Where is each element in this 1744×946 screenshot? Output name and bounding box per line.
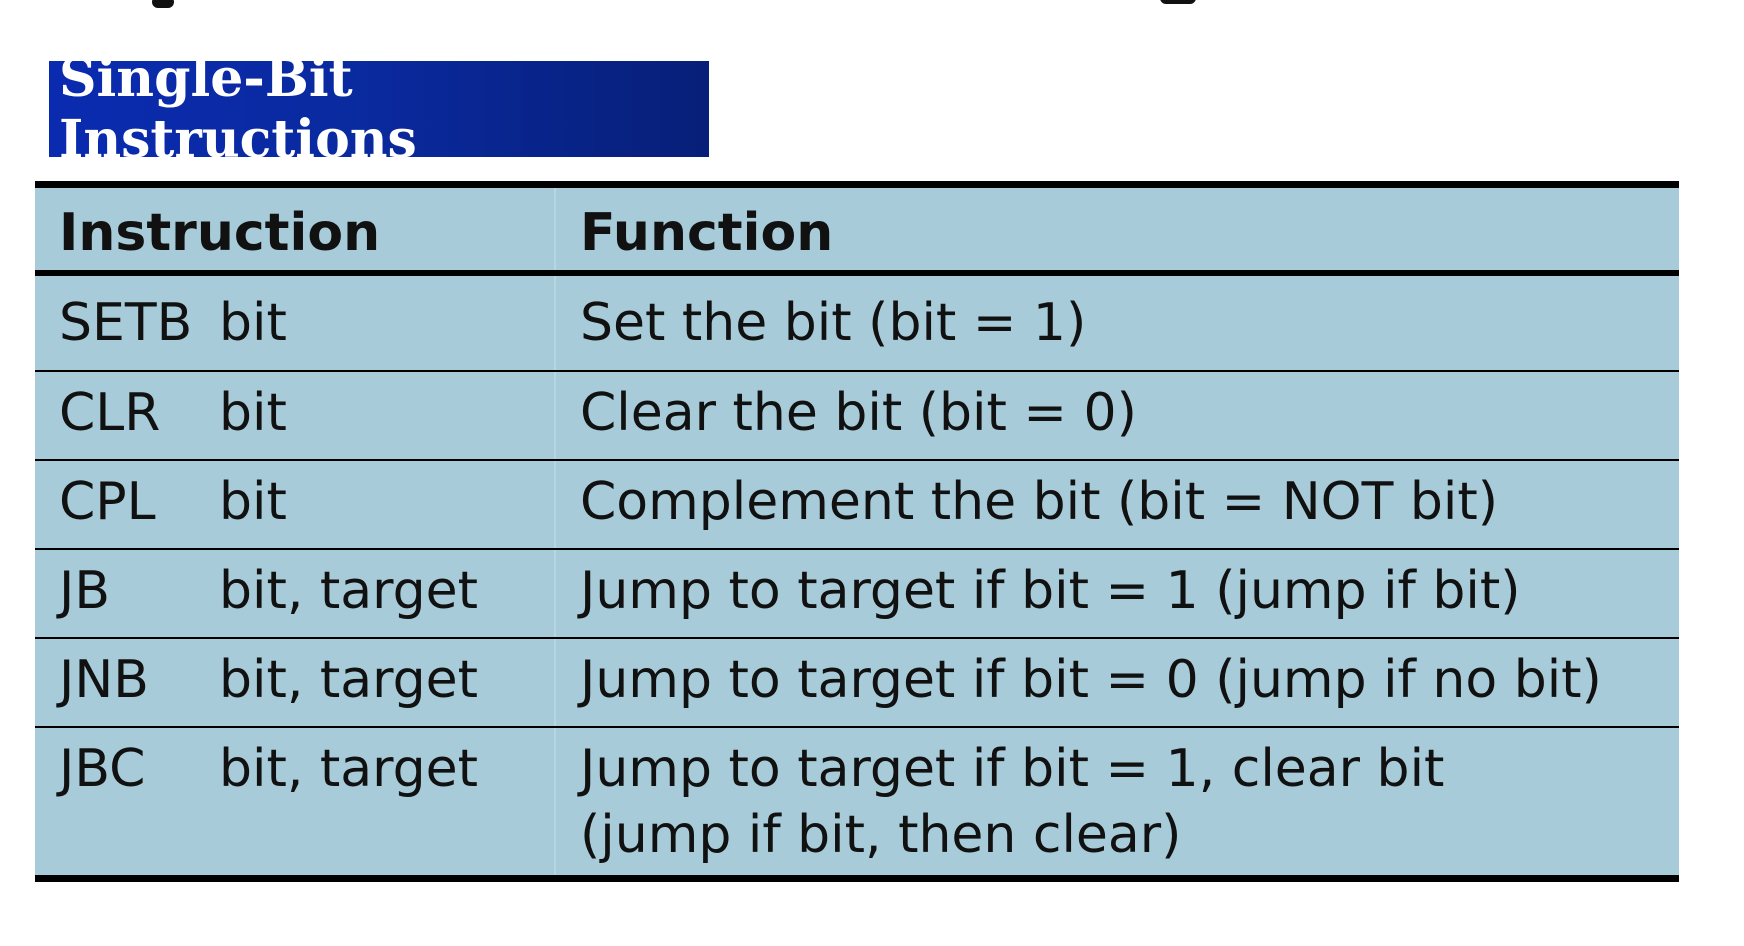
table-row: CPL bit Complement the bit (bit = NOT bit… [35, 459, 1679, 550]
function-cell: Jump to target if bit = 1 (jump if bit) [555, 548, 1679, 639]
table-row: JNB bit, target Jump to target if bit = 0… [35, 637, 1679, 728]
operand: bit [219, 292, 287, 353]
operand: bit, target [219, 738, 479, 799]
instruction-cell: CPL bit [35, 459, 556, 550]
operand: bit [219, 382, 287, 443]
mnemonic: CLR [59, 382, 161, 443]
mnemonic: JNB [59, 649, 149, 710]
table-row: CLR bit Clear the bit (bit = 0) [35, 370, 1679, 461]
table-row: JBC bit, target Jump to target if bit = 1… [35, 726, 1679, 882]
operand: bit [219, 471, 287, 532]
table-header-row: Instruction Function [35, 181, 1679, 276]
operand: bit, target [219, 649, 479, 710]
function-cell: Set the bit (bit = 1) [555, 272, 1679, 372]
operand: bit, target [219, 560, 479, 621]
function-cell: Jump to target if bit = 0 (jump if no bi… [555, 637, 1679, 728]
cropped-heading-fragment [0, 0, 1744, 10]
mnemonic: JBC [59, 738, 146, 799]
section-title-badge: Single-Bit Instructions [49, 48, 709, 170]
instruction-table: Instruction Function SETB bit Set the bit… [35, 181, 1679, 882]
function-cell: Complement the bit (bit = NOT bit) [555, 459, 1679, 550]
mnemonic: CPL [59, 471, 156, 532]
instruction-cell: JB bit, target [35, 548, 556, 639]
instruction-cell: JNB bit, target [35, 637, 556, 728]
table-row: SETB bit Set the bit (bit = 1) [35, 272, 1679, 372]
function-cell: Jump to target if bit = 1, clear bit (ju… [555, 726, 1679, 882]
section-title: Single-Bit Instructions [59, 48, 417, 170]
instruction-cell: SETB bit [35, 272, 556, 372]
header-instruction: Instruction [35, 181, 556, 276]
instruction-table-container: Instruction Function SETB bit Set the bit… [35, 181, 1679, 882]
instruction-cell: JBC bit, target [35, 726, 556, 882]
table-row: JB bit, target Jump to target if bit = 1 … [35, 548, 1679, 639]
mnemonic: JB [59, 560, 111, 621]
header-function: Function [555, 181, 1679, 276]
mnemonic: SETB [59, 292, 193, 353]
instruction-cell: CLR bit [35, 370, 556, 461]
function-cell: Clear the bit (bit = 0) [555, 370, 1679, 461]
